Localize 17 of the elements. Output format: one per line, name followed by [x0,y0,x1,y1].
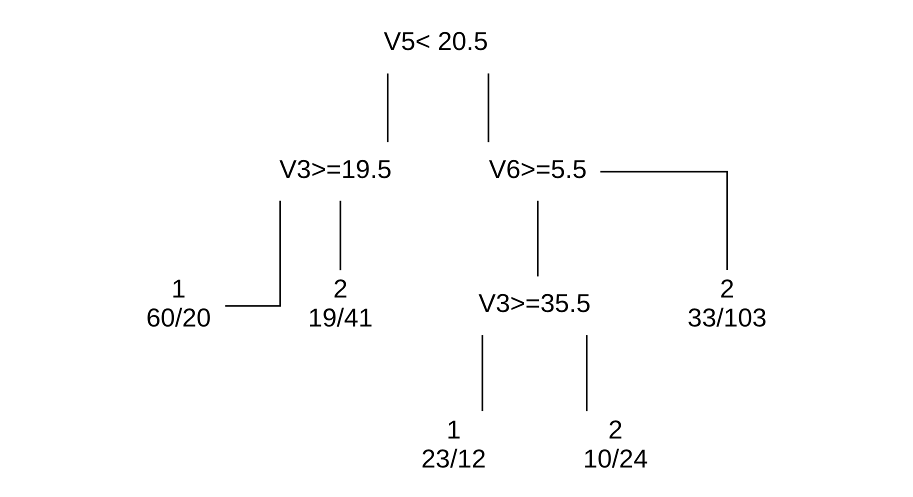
connector [225,200,281,307]
node-text: 2 19/41 [308,276,373,333]
node-text: 2 10/24 [583,416,648,474]
node-text: V3>=35.5 [478,290,591,318]
node-text: V3>=19.5 [279,156,392,184]
connector [586,335,588,412]
connector [488,73,490,142]
node-text: 2 33/103 [688,276,767,333]
connector [386,73,389,142]
node-text: V6>=5.5 [488,156,587,184]
connector [340,200,342,270]
node-text: 1 60/20 [146,276,211,333]
connector [600,170,728,270]
connector [482,335,484,412]
connector [537,200,539,276]
node-text: 1 23/12 [421,416,486,474]
node-text: V5< 20.5 [384,28,488,56]
